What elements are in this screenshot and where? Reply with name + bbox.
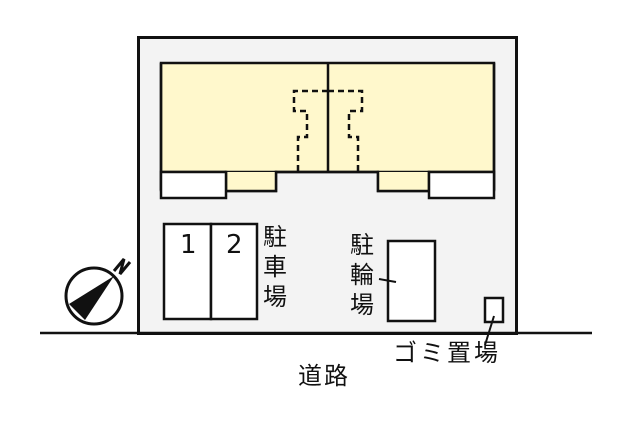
parking-space-1-number: 1 <box>180 230 197 260</box>
bicycle-leader-line <box>378 278 397 283</box>
garbage-leader-line <box>484 315 495 346</box>
balcony-right <box>427 170 496 200</box>
bicycle-parking-label: 駐 輪 場 <box>350 231 374 319</box>
parking-space-2 <box>209 222 259 321</box>
garbage-area <box>483 296 505 324</box>
parking-space-2-number: 2 <box>226 230 243 260</box>
parking-label: 駐 車 場 <box>263 223 287 311</box>
parking-space-1 <box>162 222 213 321</box>
road-label: 道路 <box>298 362 350 390</box>
garbage-label: ゴミ置場 <box>393 339 501 367</box>
stair-outline-left <box>292 89 328 172</box>
balcony-left <box>159 170 228 200</box>
stair-outline-right <box>328 89 364 172</box>
compass-icon <box>64 258 132 326</box>
